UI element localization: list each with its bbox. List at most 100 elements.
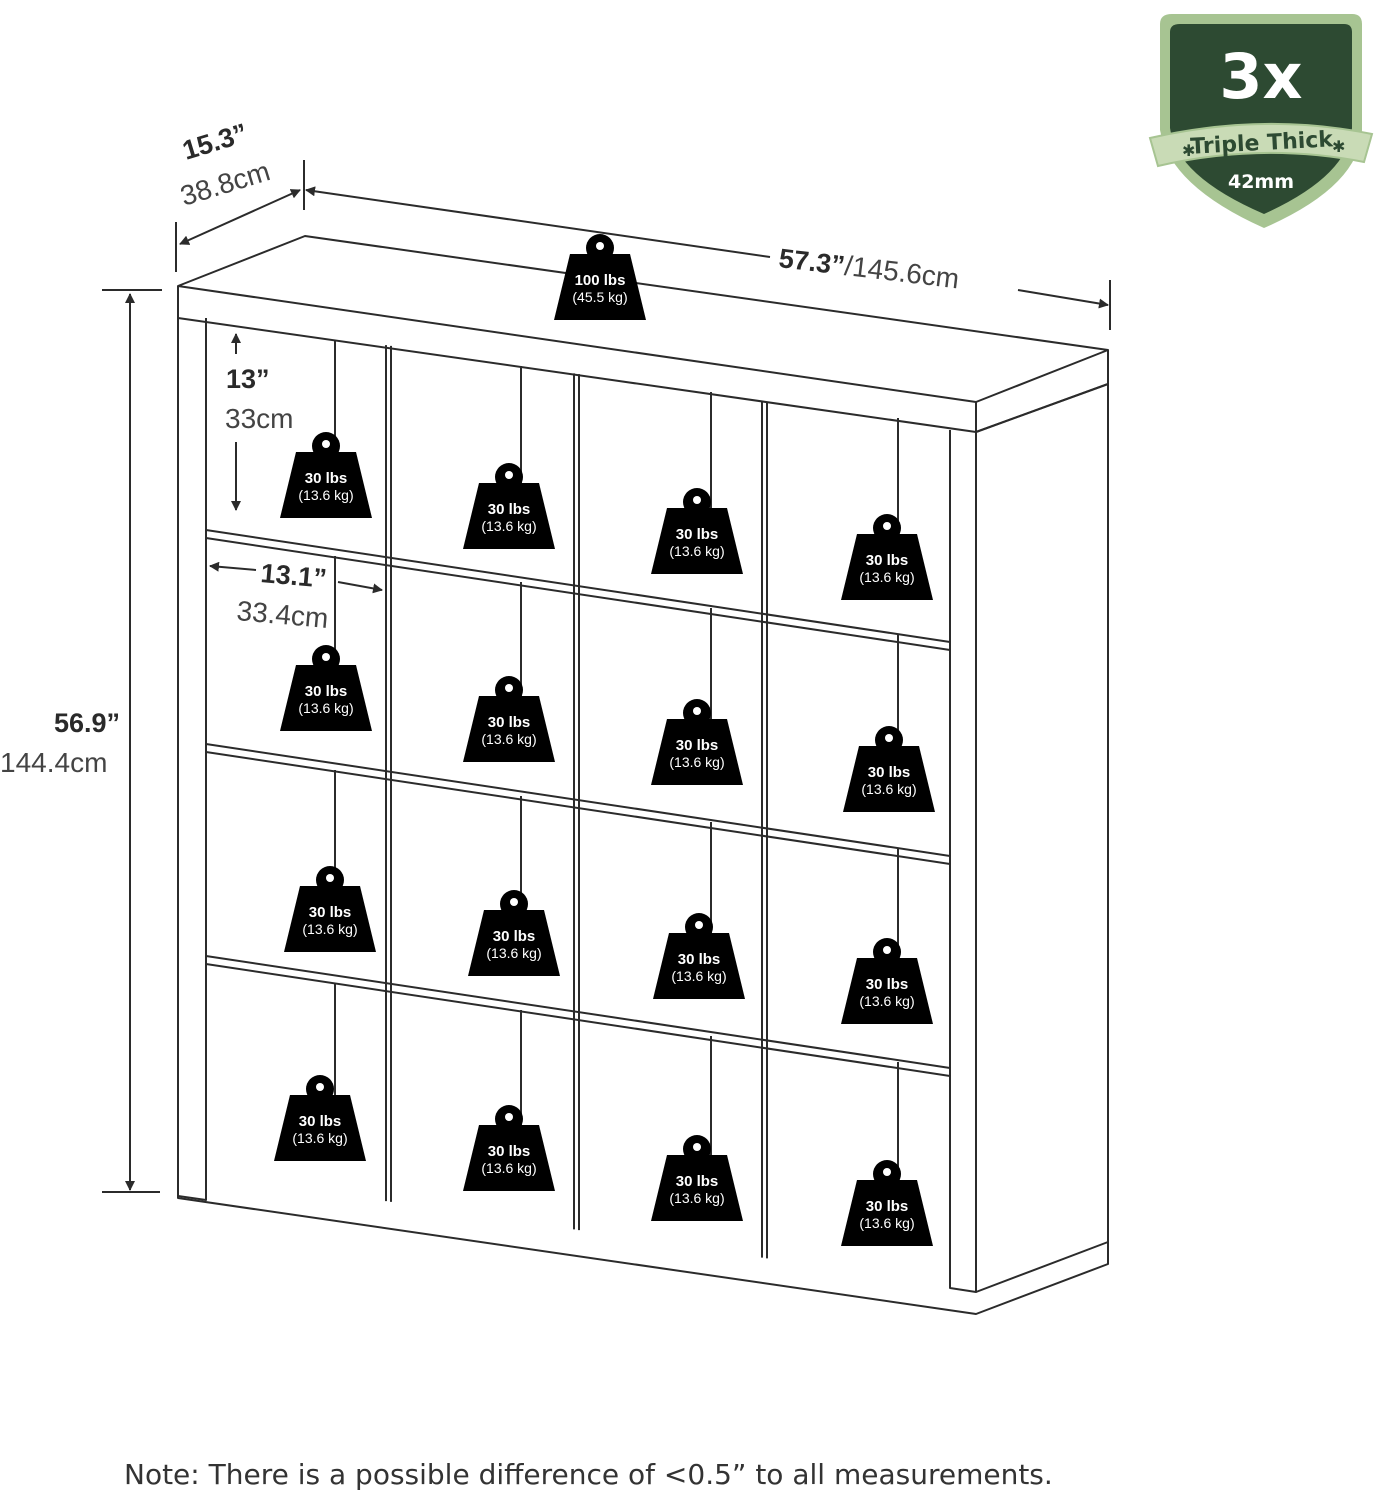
weight-kg: (13.6 kg) — [671, 968, 726, 984]
weight-lbs: 30 lbs — [676, 737, 719, 754]
cube-weight-icon: 30 lbs(13.6 kg) — [841, 1160, 933, 1246]
weight-body — [843, 746, 935, 812]
weight-kg: (13.6 kg) — [292, 1130, 347, 1146]
cube-width-dimension: 13.1” 33.4cm — [235, 558, 329, 634]
shelf-2-edge-2 — [205, 751, 951, 865]
weight-lbs: 30 lbs — [866, 1198, 909, 1215]
weight-hole — [505, 1113, 513, 1121]
weight-lbs: 30 lbs — [676, 526, 719, 543]
cube-weight-icon: 30 lbs(13.6 kg) — [651, 699, 743, 785]
weight-hole — [693, 496, 701, 504]
star-right-icon: ✱ — [1332, 139, 1345, 156]
triple-thick-badge: 3x ✱ ✱ Triple Thick 42mm — [1148, 14, 1374, 228]
depth-imperial: 15.3” — [179, 118, 251, 166]
weight-lbs: 30 lbs — [299, 1113, 342, 1130]
cube-weight-icon: 30 lbs(13.6 kg) — [463, 676, 555, 762]
weight-lbs: 30 lbs — [866, 976, 909, 993]
weight-lbs: 30 lbs — [488, 501, 531, 518]
badge-thickness: 42mm — [1228, 171, 1294, 193]
weight-hole — [326, 874, 334, 882]
cube-weight-icon: 30 lbs(13.6 kg) — [651, 1135, 743, 1221]
cube-width-arrow-left — [209, 561, 257, 572]
cube-width-arrow-right — [337, 581, 383, 594]
weight-lbs: 30 lbs — [868, 764, 911, 781]
height-imperial: 56.9” — [54, 708, 120, 738]
width-arrow-right — [1017, 289, 1109, 309]
cube-width-metric: 33.4cm — [235, 595, 329, 634]
weight-icons: 100 lbs(45.5 kg)30 lbs(13.6 kg)30 lbs(13… — [274, 234, 935, 1246]
weight-kg: (45.5 kg) — [572, 289, 627, 305]
right-side-panel — [949, 430, 977, 1293]
weight-body — [463, 483, 555, 549]
weight-body — [274, 1095, 366, 1161]
badge-shield-inner — [1170, 24, 1352, 214]
height-dimension: 56.9” 144.4cm — [0, 708, 120, 778]
width-dimension: 57.3”/145.6cm — [777, 243, 961, 294]
top-weight-icon: 100 lbs(45.5 kg) — [554, 234, 646, 320]
weight-hole — [883, 1168, 891, 1176]
dimension-lines — [102, 160, 1111, 1193]
weight-kg: (13.6 kg) — [669, 1190, 724, 1206]
weight-hole — [693, 1143, 701, 1151]
weight-body — [280, 665, 372, 731]
weight-kg: (13.6 kg) — [859, 569, 914, 585]
cube-weight-icon: 30 lbs(13.6 kg) — [463, 1105, 555, 1191]
weight-body — [841, 1180, 933, 1246]
weight-kg: (13.6 kg) — [669, 754, 724, 770]
width-arrow-left — [305, 186, 771, 258]
weight-kg: (13.6 kg) — [302, 921, 357, 937]
weight-kg: (13.6 kg) — [481, 518, 536, 534]
weight-hole — [322, 440, 330, 448]
weight-hole — [316, 1083, 324, 1091]
weight-lbs: 30 lbs — [676, 1173, 719, 1190]
weight-kg: (13.6 kg) — [481, 731, 536, 747]
weight-hole — [885, 734, 893, 742]
weight-body — [841, 534, 933, 600]
cube-width-imperial: 13.1” — [259, 558, 327, 594]
weight-body — [463, 696, 555, 762]
badge-ribbon — [1148, 122, 1374, 168]
weight-body — [651, 508, 743, 574]
left-side-panel — [177, 318, 207, 1201]
weight-body — [280, 452, 372, 518]
weight-lbs: 30 lbs — [305, 683, 348, 700]
top-panel — [177, 235, 1109, 433]
weight-lbs: 30 lbs — [309, 904, 352, 921]
weight-body — [284, 886, 376, 952]
cube-weight-icon: 30 lbs(13.6 kg) — [468, 890, 560, 976]
weight-lbs: 30 lbs — [305, 470, 348, 487]
cube-weight-icon: 30 lbs(13.6 kg) — [843, 726, 935, 812]
shelf-3-edge-2 — [205, 963, 951, 1077]
weight-kg: (13.6 kg) — [486, 945, 541, 961]
weight-hole — [505, 471, 513, 479]
weight-body — [651, 719, 743, 785]
weight-lbs: 30 lbs — [866, 552, 909, 569]
cube-height-metric: 33cm — [225, 403, 293, 434]
weight-kg: (13.6 kg) — [859, 993, 914, 1009]
weight-kg: (13.6 kg) — [481, 1160, 536, 1176]
badge-multiplier: 3x — [1219, 40, 1302, 113]
cube-height-imperial: 13” — [226, 364, 270, 394]
weight-hole — [693, 707, 701, 715]
cube-weight-icon: 30 lbs(13.6 kg) — [841, 514, 933, 600]
cube-weight-icon: 30 lbs(13.6 kg) — [841, 938, 933, 1024]
weight-hole — [695, 921, 703, 929]
weight-kg: (13.6 kg) — [859, 1215, 914, 1231]
cube-weight-icon: 30 lbs(13.6 kg) — [274, 1075, 366, 1161]
weight-kg: (13.6 kg) — [298, 487, 353, 503]
cube-weight-icon: 30 lbs(13.6 kg) — [284, 866, 376, 952]
width-metric: /145.6cm — [843, 250, 961, 294]
weight-hole — [322, 653, 330, 661]
weight-lbs: 100 lbs — [575, 272, 626, 289]
shelf-2-edge-1 — [205, 743, 951, 857]
width-imperial: 57.3” — [777, 243, 846, 281]
cube-weight-icon: 30 lbs(13.6 kg) — [463, 463, 555, 549]
weight-lbs: 30 lbs — [488, 1143, 531, 1160]
weight-hole — [505, 684, 513, 692]
weight-hole — [596, 242, 604, 250]
weight-body — [554, 254, 646, 320]
shelf-1-edge-2 — [205, 537, 951, 651]
depth-dimension: 15.3” 38.8cm — [177, 118, 274, 212]
cube-weight-icon: 30 lbs(13.6 kg) — [280, 432, 372, 518]
